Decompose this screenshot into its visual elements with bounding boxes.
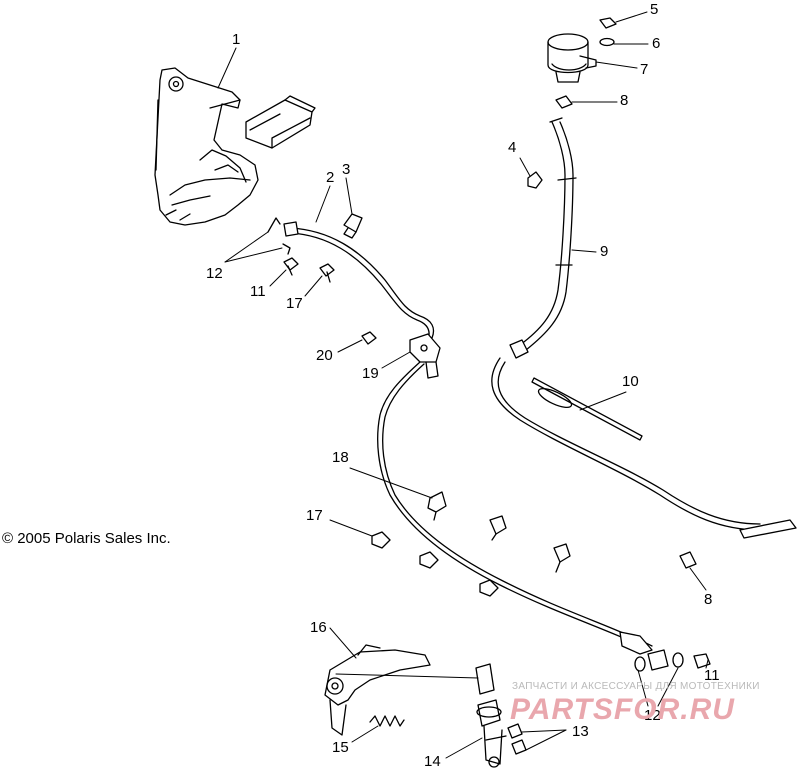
bolt-part-11-upper	[283, 257, 299, 276]
clip-part-12-upper	[267, 217, 281, 233]
callout-part-13: 13	[572, 723, 589, 740]
callout-part-8-lower: 8	[704, 591, 713, 608]
callout-part-12-lower: 12	[644, 707, 661, 724]
callout-part-4: 4	[508, 139, 517, 156]
washer-part-6	[599, 37, 615, 47]
fitting-part-4	[527, 171, 543, 189]
bolt-part-17-upper	[319, 263, 335, 283]
callout-part-15: 15	[332, 739, 349, 756]
callout-part-11-upper: 11	[250, 283, 266, 300]
bolts-part-13	[507, 723, 527, 755]
spring-part-15	[369, 715, 405, 727]
callout-part-16: 16	[310, 619, 327, 636]
callout-part-17-lower: 17	[306, 507, 323, 524]
brake-line-part-2	[283, 221, 435, 341]
fitting-part-3	[343, 213, 363, 239]
clip-part-18	[427, 491, 447, 521]
bolt-mid-2	[479, 579, 499, 597]
clip-part-12-upper-b	[282, 243, 291, 255]
brake-pad	[245, 95, 316, 149]
brake-line-long	[377, 361, 653, 655]
callout-part-19: 19	[362, 365, 379, 382]
callout-part-20: 20	[316, 347, 333, 364]
brake-caliper-part-1	[154, 67, 259, 226]
callout-part-3: 3	[342, 161, 351, 178]
bolt-part-11-lower	[693, 653, 711, 669]
bolt-part-17-lower	[371, 531, 391, 549]
callout-part-11-lower: 11	[704, 667, 720, 684]
watermark-logo: PARTSFOR.RU	[510, 693, 735, 726]
callout-part-5: 5	[650, 1, 659, 18]
bolt-part-20	[361, 331, 377, 345]
hose-part-9	[509, 117, 577, 359]
clip-mid-1	[489, 515, 507, 541]
callout-part-10: 10	[622, 373, 639, 390]
callout-part-9: 9	[600, 243, 609, 260]
callout-part-7: 7	[640, 61, 649, 78]
junction-block-part-19	[409, 333, 441, 379]
master-cylinder-part-14	[475, 663, 507, 768]
washers-part-12-lower	[634, 649, 684, 672]
callout-part-18: 18	[332, 449, 349, 466]
clamp-part-8-lower	[679, 551, 697, 569]
callout-part-12-upper: 12	[206, 265, 223, 282]
copyright-notice: © 2005 Polaris Sales Inc.	[2, 530, 171, 547]
tie-strap-part-10	[531, 377, 643, 441]
callout-part-1: 1	[232, 31, 241, 48]
bolt-mid-1	[419, 551, 439, 569]
bolt-part-5	[599, 17, 617, 29]
watermark-subtitle: ЗАПЧАСТИ И АКСЕССУАРЫ ДЛЯ МОТОТЕХНИКИ	[512, 681, 760, 692]
hose-lower	[491, 357, 797, 539]
callout-part-17-upper: 17	[286, 295, 303, 312]
callout-part-6: 6	[652, 35, 661, 52]
leader-lines	[217, 11, 709, 759]
clip-mid-2	[553, 543, 571, 573]
callout-part-8-upper: 8	[620, 92, 629, 109]
callout-part-14: 14	[424, 753, 441, 770]
callout-part-2: 2	[326, 169, 335, 186]
reservoir-part-7	[547, 33, 597, 83]
clamp-part-8-upper	[555, 95, 573, 109]
